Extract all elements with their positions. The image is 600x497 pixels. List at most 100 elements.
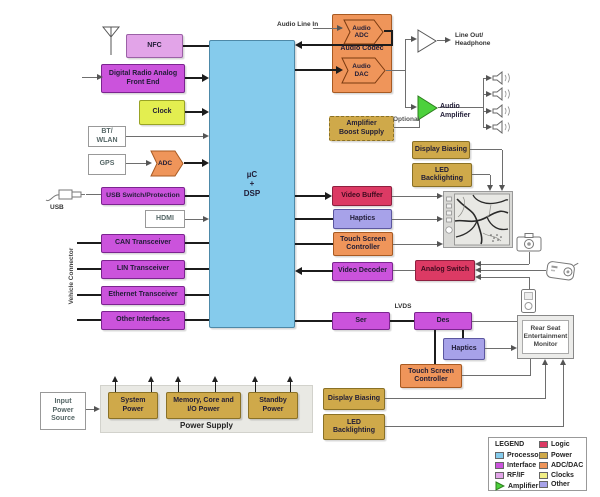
antenna-icon — [101, 26, 121, 61]
legend: LEGEND Processor Interface RF/IF Amplifi… — [488, 437, 587, 491]
optional-label: Optional — [393, 116, 420, 123]
connector-line — [302, 44, 391, 46]
arrowhead — [295, 267, 302, 275]
legend-item-other: Other — [539, 481, 570, 488]
line-out-amplifier-icon — [417, 29, 438, 58]
connector-line — [481, 270, 546, 271]
arrowhead — [445, 37, 451, 43]
legend-item-logic: Logic — [539, 441, 570, 448]
arrowhead — [97, 74, 103, 80]
block-audio-adc: Audio ADC — [343, 19, 384, 45]
connector-line — [419, 118, 420, 128]
connector-line — [77, 268, 101, 270]
arrowhead — [411, 104, 417, 110]
connector-line — [302, 270, 333, 272]
arrowhead — [148, 376, 154, 382]
audio-dac-label: Audio DAC — [352, 63, 371, 78]
interface-swatch — [495, 462, 504, 469]
connector-line — [406, 107, 412, 108]
block-mcu-dsp: µC + DSP — [209, 40, 295, 328]
block-video-buffer: Video Buffer — [332, 186, 392, 206]
connector-line — [490, 175, 491, 185]
connector-line — [386, 70, 405, 71]
arrowhead — [202, 159, 209, 167]
arrowhead — [203, 133, 209, 139]
connector-line — [255, 382, 256, 392]
connector-line — [82, 77, 102, 78]
legend-item-amplifier: Amplifier — [495, 481, 538, 491]
clocks-swatch — [539, 472, 548, 479]
audio-amplifier-icon — [417, 95, 439, 126]
connector-line — [462, 330, 464, 338]
connector-line — [385, 426, 563, 427]
audio-adc-arrow-shape — [343, 19, 384, 45]
legend-label: Interface — [507, 462, 537, 469]
legend-item-interface: Interface — [495, 462, 536, 469]
block-bt-wlan: BT/ WLAN — [88, 126, 126, 147]
connector-line — [485, 348, 511, 349]
block-analog-switch: Analog Switch — [415, 260, 475, 281]
arrowhead — [175, 376, 181, 382]
camera-icon — [516, 232, 543, 258]
head-unit-display — [443, 191, 513, 253]
connector-line — [406, 39, 412, 40]
legend-label: Power — [551, 452, 573, 459]
arrowhead — [486, 124, 492, 130]
connector-line — [437, 40, 445, 41]
legend-label: Clocks — [551, 472, 574, 479]
connector-line — [563, 365, 564, 427]
rf-if-swatch — [495, 472, 504, 479]
rear-seat-monitor: Rear Seat Entertainment Monitor — [517, 315, 574, 359]
legend-item-processor: Processor — [495, 452, 541, 459]
connector-line — [185, 219, 203, 220]
connector-line — [185, 319, 209, 321]
block-ethernet-transceiver: Ethernet Transceiver — [101, 286, 185, 305]
connector-line — [393, 270, 415, 271]
arrowhead — [437, 216, 443, 222]
audio-line-in-label: Audio Line In — [277, 21, 319, 28]
connector-line — [483, 78, 487, 79]
block-led-backlighting-2: LED Backlighting — [323, 414, 385, 440]
connector-line — [185, 242, 209, 244]
connector-line — [183, 45, 209, 47]
media-player-icon — [520, 288, 538, 320]
block-nfc: NFC — [126, 34, 183, 58]
arrowhead — [295, 41, 302, 49]
connector-line — [530, 359, 531, 376]
connector-line — [151, 382, 152, 392]
connector-line — [295, 218, 333, 220]
block-gps: GPS — [88, 154, 126, 175]
connector-line — [185, 294, 209, 296]
block-display-biasing-1: Display Biasing — [412, 141, 470, 159]
connector-line — [392, 196, 437, 197]
connector-line — [295, 320, 332, 322]
connector-line — [184, 162, 202, 164]
connector-line — [545, 365, 546, 399]
connector-line — [405, 39, 406, 108]
connector-line — [472, 321, 517, 322]
arrowhead — [486, 91, 492, 97]
block-standby-power: Standby Power — [248, 392, 298, 419]
connector-line — [483, 127, 487, 128]
connector-line — [86, 409, 94, 410]
rear-seat-monitor-label: Rear Seat Entertainment Monitor — [522, 320, 569, 354]
arrowhead — [112, 376, 118, 382]
audio-amplifier-label: Audio Amplifier — [440, 103, 471, 119]
arrowhead — [252, 376, 258, 382]
block-hdmi: HDMI — [145, 210, 185, 228]
connector-line — [86, 194, 101, 195]
arrowhead — [146, 160, 152, 166]
arrowhead — [437, 241, 443, 247]
adc-label: ADC — [157, 159, 173, 167]
arrowhead — [202, 108, 209, 116]
legend-label: RF/IF — [507, 472, 525, 479]
connector-line — [483, 94, 487, 95]
legend-item-adc-dac: ADC/DAC — [539, 462, 583, 469]
legend-title-text: LEGEND — [495, 441, 525, 448]
connector-line — [126, 163, 149, 164]
block-can-transceiver: CAN Transceiver — [101, 234, 185, 253]
audio-adc-label: Audio ADC — [352, 24, 371, 39]
block-other-interfaces: Other Interfaces — [101, 311, 185, 330]
arrowhead — [202, 74, 209, 82]
connector-line — [295, 69, 336, 71]
